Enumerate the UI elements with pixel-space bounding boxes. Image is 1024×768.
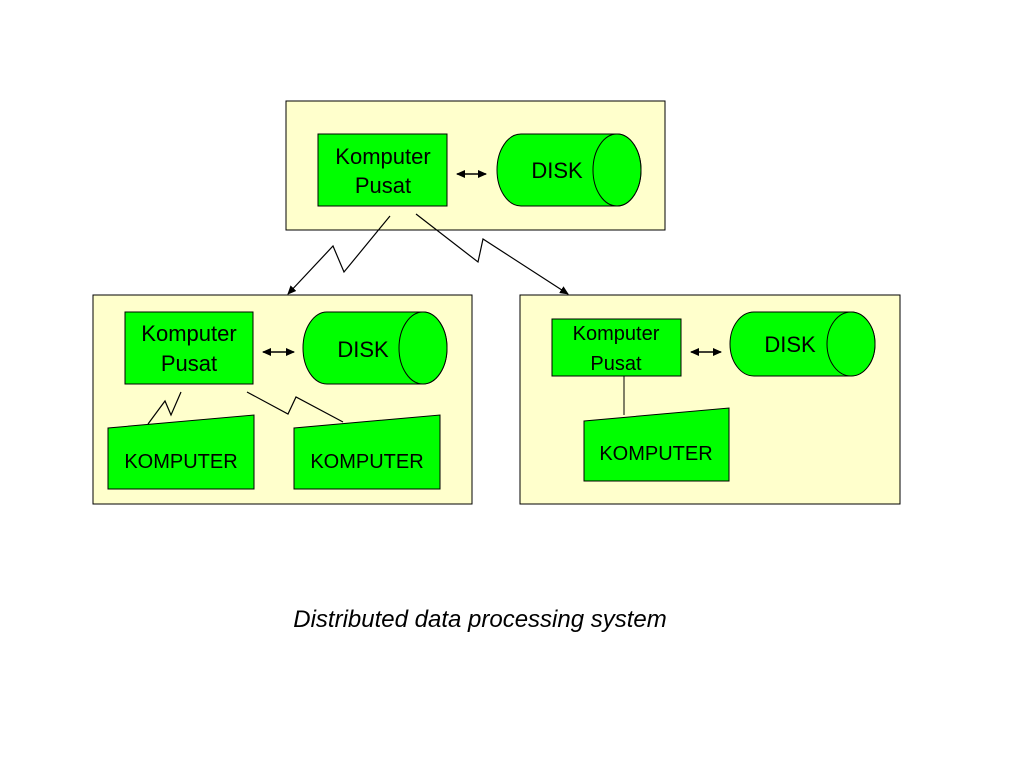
top-disk-label: DISK: [531, 158, 583, 183]
top-central-computer-line2: Pusat: [355, 173, 411, 198]
left-terminal-2-label: KOMPUTER: [310, 451, 423, 473]
top-central-computer-line1: Komputer: [335, 144, 430, 169]
right-disk-label: DISK: [764, 332, 816, 357]
right-terminal-label: KOMPUTER: [599, 443, 712, 465]
right-disk: DISK: [729, 311, 876, 377]
top-site-panel: Komputer Pusat DISK: [285, 100, 666, 231]
left-site-panel: Komputer Pusat DISK KOMPUTER KOMPUTER: [92, 294, 473, 505]
link-top-to-right: [415, 213, 569, 295]
left-terminal-2: KOMPUTER: [293, 414, 441, 490]
left-disk: DISK: [302, 311, 448, 385]
left-central-computer-line1: Komputer: [141, 321, 236, 346]
top-central-computer: Komputer Pusat: [317, 133, 448, 207]
left-link-terminal-2: [246, 391, 344, 423]
link-top-to-left: [287, 215, 391, 295]
left-disk-label: DISK: [337, 337, 389, 362]
right-terminal: KOMPUTER: [583, 407, 730, 482]
left-link-terminal-1: [147, 391, 182, 425]
diagram-caption: Distributed data processing system: [293, 606, 667, 633]
left-terminal-1-label: KOMPUTER: [124, 451, 237, 473]
right-central-computer: Komputer Pusat: [551, 318, 682, 377]
left-central-computer: Komputer Pusat: [124, 311, 254, 385]
left-central-computer-line2: Pusat: [161, 351, 217, 376]
right-central-computer-line1: Komputer: [573, 323, 660, 345]
right-central-computer-line2: Pusat: [590, 353, 642, 375]
right-site-panel: Komputer Pusat DISK KOMPUTER: [519, 294, 901, 505]
top-disk: DISK: [496, 133, 642, 207]
left-terminal-1: KOMPUTER: [107, 414, 255, 490]
